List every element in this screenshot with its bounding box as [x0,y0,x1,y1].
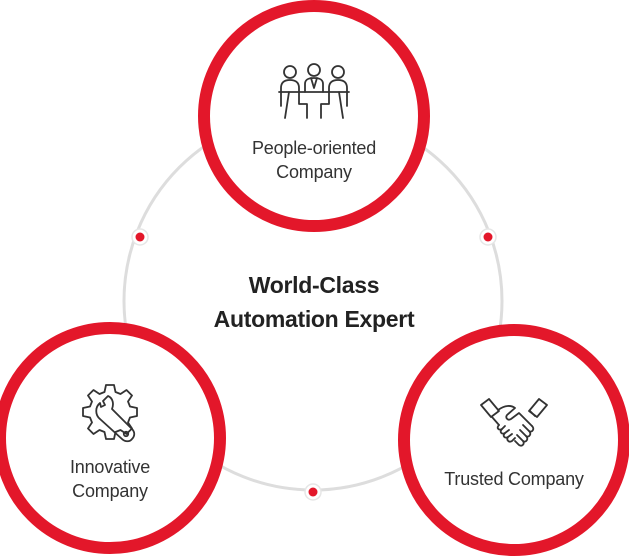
team-meeting-icon [278,63,350,119]
gear-wrench-icon [82,384,138,443]
node-trusted-label: Trusted Company [444,469,584,489]
center-title-line1: World-Class [248,272,380,298]
handshake-icon [480,398,548,447]
ring-dot-right [479,228,497,246]
center-title-line2: Automation Expert [213,306,415,332]
node-innovative: Innovative Company [0,322,226,554]
node-people-oriented: People-oriented Company [198,0,430,232]
node-innovative-label: Innovative Company [69,457,151,501]
ring-dot-left [131,228,149,246]
node-trusted: Trusted Company [398,324,629,556]
node-people-oriented-label: People-oriented Company [251,138,377,182]
ring-dot-bottom [304,483,322,501]
center-title: World-Class Automation Expert [164,268,464,336]
